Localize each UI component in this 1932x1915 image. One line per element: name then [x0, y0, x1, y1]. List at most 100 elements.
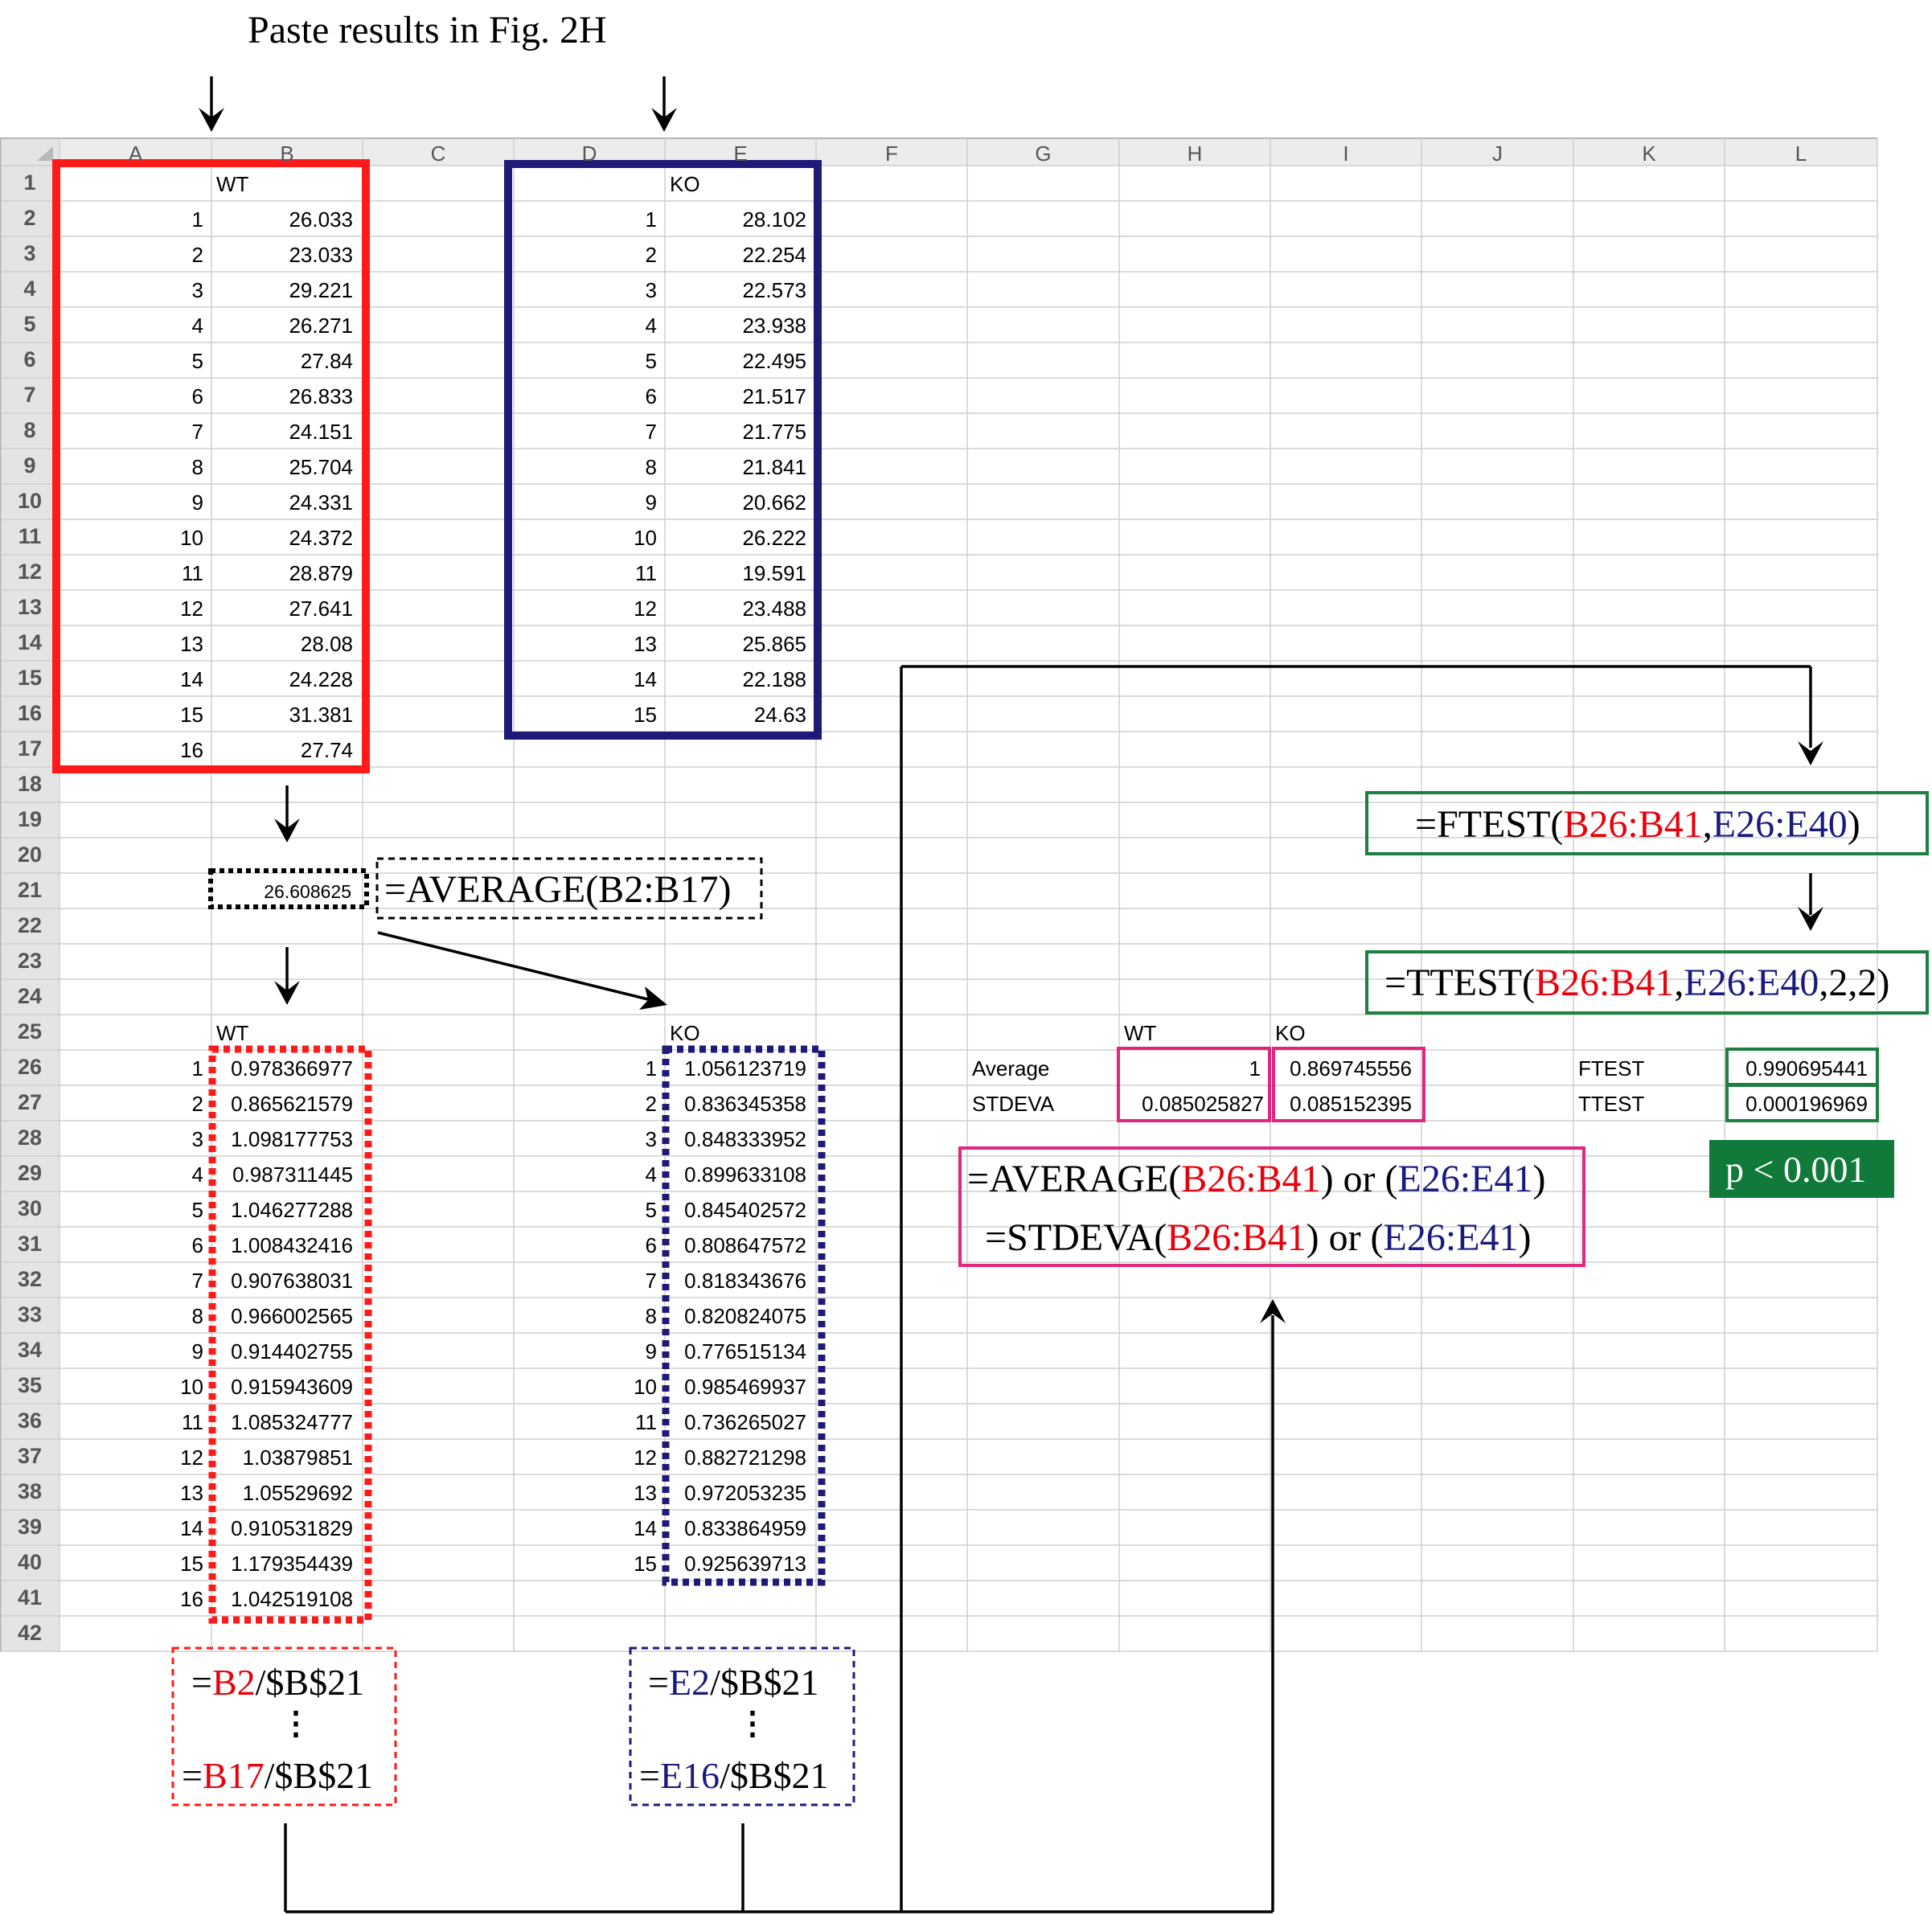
wt-normalized-index-cell: 9	[191, 1339, 203, 1363]
to-stats-arrowhead	[1260, 1299, 1286, 1323]
row-header-16[interactable]: 16	[17, 701, 43, 725]
ttest-value-frame	[1725, 1084, 1879, 1122]
row-header-42[interactable]: 42	[17, 1621, 43, 1645]
ko-normalized-value-cell: 0.808647572	[684, 1233, 806, 1257]
p-value-label: p < 0.001	[1725, 1149, 1867, 1190]
row-header-10[interactable]: 10	[17, 489, 43, 513]
wt-normalized-index-cell: 15	[180, 1552, 203, 1576]
row-header-7[interactable]: 7	[23, 383, 36, 407]
row-header-24[interactable]: 24	[17, 984, 43, 1008]
row-header-34[interactable]: 34	[17, 1338, 43, 1362]
wt-raw-index-cell: 6	[191, 384, 203, 408]
ttest-formula-frame	[1365, 950, 1929, 1015]
wt-raw-value-cell: 27.84	[300, 349, 353, 373]
row-header-15[interactable]: 15	[17, 666, 43, 690]
wt-raw-index-cell: 8	[191, 455, 203, 479]
average-wt-value: 1	[1249, 1056, 1261, 1081]
row-header-18[interactable]: 18	[17, 772, 43, 796]
row-header-9[interactable]: 9	[23, 453, 36, 478]
row-header-37[interactable]: 37	[17, 1444, 43, 1468]
row-header-11[interactable]: 11	[18, 524, 42, 548]
ftest-formula: =FTEST(B26:B41,E26:E40)	[1415, 803, 1860, 846]
row-header-3[interactable]: 3	[23, 241, 36, 265]
wt-normalized-value-cell: 0.987311445	[232, 1163, 353, 1187]
wt-normalized-value-cell: 1.098177753	[231, 1127, 353, 1151]
wt-raw-index-cell: 13	[180, 632, 203, 656]
average-value-cell: 26.608625	[264, 881, 351, 902]
ko-normalized-index-cell: 6	[645, 1233, 657, 1257]
column-header-J[interactable]: J	[1492, 141, 1503, 166]
column-header-E[interactable]: E	[733, 141, 748, 166]
wt-normalized-value-cell: 0.914402755	[231, 1339, 353, 1363]
wt-normalized-value-cell: 1.179354439	[231, 1552, 353, 1576]
to-ftest-arrowhead	[1798, 741, 1823, 765]
ko-formula-first: =E2/$B$21	[648, 1662, 819, 1703]
wt-normalized-value-cell: 0.966002565	[231, 1304, 353, 1328]
ko-normalized-index-cell: 8	[645, 1304, 657, 1328]
row-header-17[interactable]: 17	[17, 736, 43, 761]
ko-raw-value-cell: 28.102	[742, 207, 806, 232]
column-header-G[interactable]: G	[1035, 141, 1052, 166]
row-header-31[interactable]: 31	[17, 1232, 43, 1256]
row-header-1[interactable]: 1	[23, 170, 36, 195]
wt-raw-index-cell: 12	[180, 597, 203, 621]
row-header-29[interactable]: 29	[17, 1161, 43, 1185]
row-header-35[interactable]: 35	[17, 1373, 43, 1397]
row-header-2[interactable]: 2	[23, 206, 36, 230]
row-header-5[interactable]: 5	[23, 312, 36, 336]
row-header-13[interactable]: 13	[17, 595, 43, 619]
ko-raw-index-cell: 2	[645, 243, 657, 267]
to-ttest-arrowhead	[1798, 907, 1823, 931]
row-header-14[interactable]: 14	[17, 630, 43, 654]
column-header-H[interactable]: H	[1187, 141, 1203, 166]
ko-raw-value-cell: 21.841	[742, 455, 806, 479]
to-wt-normalized-arrowhead	[274, 981, 300, 1005]
row-header-4[interactable]: 4	[23, 277, 36, 301]
ko-raw-index-cell: 10	[634, 526, 657, 550]
row-header-8[interactable]: 8	[23, 418, 36, 442]
row-header-26[interactable]: 26	[17, 1055, 43, 1079]
row-header-40[interactable]: 40	[17, 1550, 43, 1574]
column-header-C[interactable]: C	[430, 141, 446, 166]
row-header-38[interactable]: 38	[17, 1479, 43, 1503]
row-header-12[interactable]: 12	[17, 560, 43, 584]
row-header-21[interactable]: 21	[17, 878, 43, 902]
column-header-L[interactable]: L	[1795, 141, 1807, 166]
row-header-25[interactable]: 25	[17, 1019, 43, 1044]
wt-raw-value-cell: 24.151	[289, 420, 353, 444]
row-header-41[interactable]: 41	[17, 1585, 43, 1610]
column-header-B[interactable]: B	[280, 141, 294, 166]
column-header-A[interactable]: A	[128, 141, 143, 166]
wt-raw-index-cell: 9	[191, 490, 203, 515]
row-header-39[interactable]: 39	[17, 1515, 43, 1539]
row-header-6[interactable]: 6	[23, 347, 36, 371]
ko-normalized-value-cell: 0.972053235	[684, 1481, 806, 1505]
row-header-32[interactable]: 32	[17, 1267, 43, 1291]
row-header-20[interactable]: 20	[17, 843, 43, 867]
wt-normalized-value-cell: 0.978366977	[231, 1056, 353, 1081]
wt-normalized-value-cell: 1.008432416	[231, 1233, 353, 1257]
wt-raw-index-cell: 1	[191, 207, 203, 232]
row-header-36[interactable]: 36	[17, 1409, 43, 1433]
wt-normalized-value-cell: 1.03879851	[242, 1445, 353, 1470]
average-stats-formula: =AVERAGE(B26:B41) or (E26:E41)	[967, 1158, 1546, 1200]
column-header-I[interactable]: I	[1343, 141, 1349, 166]
wt-raw-value-cell: 31.381	[289, 703, 353, 727]
row-header-33[interactable]: 33	[17, 1302, 43, 1327]
column-header-K[interactable]: K	[1642, 141, 1656, 166]
row-header-27[interactable]: 27	[17, 1090, 43, 1114]
wt-normalized-index-cell: 6	[191, 1233, 203, 1257]
wt-normalized-index-cell: 1	[191, 1056, 203, 1081]
row-header-30[interactable]: 30	[17, 1196, 43, 1220]
row-header-22[interactable]: 22	[17, 913, 43, 937]
column-header-F[interactable]: F	[885, 141, 898, 166]
wt-raw-index-cell: 14	[180, 667, 203, 691]
wt-raw-index-cell: 10	[180, 526, 203, 550]
row-header-28[interactable]: 28	[17, 1126, 43, 1150]
select-all-corner[interactable]	[37, 146, 53, 161]
column-header-D[interactable]: D	[581, 141, 597, 166]
row-header-23[interactable]: 23	[17, 949, 43, 973]
ko-raw-index-cell: 15	[634, 703, 657, 727]
row-header-19[interactable]: 19	[17, 807, 43, 831]
ko-normalized-value-cell: 0.899633108	[684, 1163, 806, 1187]
